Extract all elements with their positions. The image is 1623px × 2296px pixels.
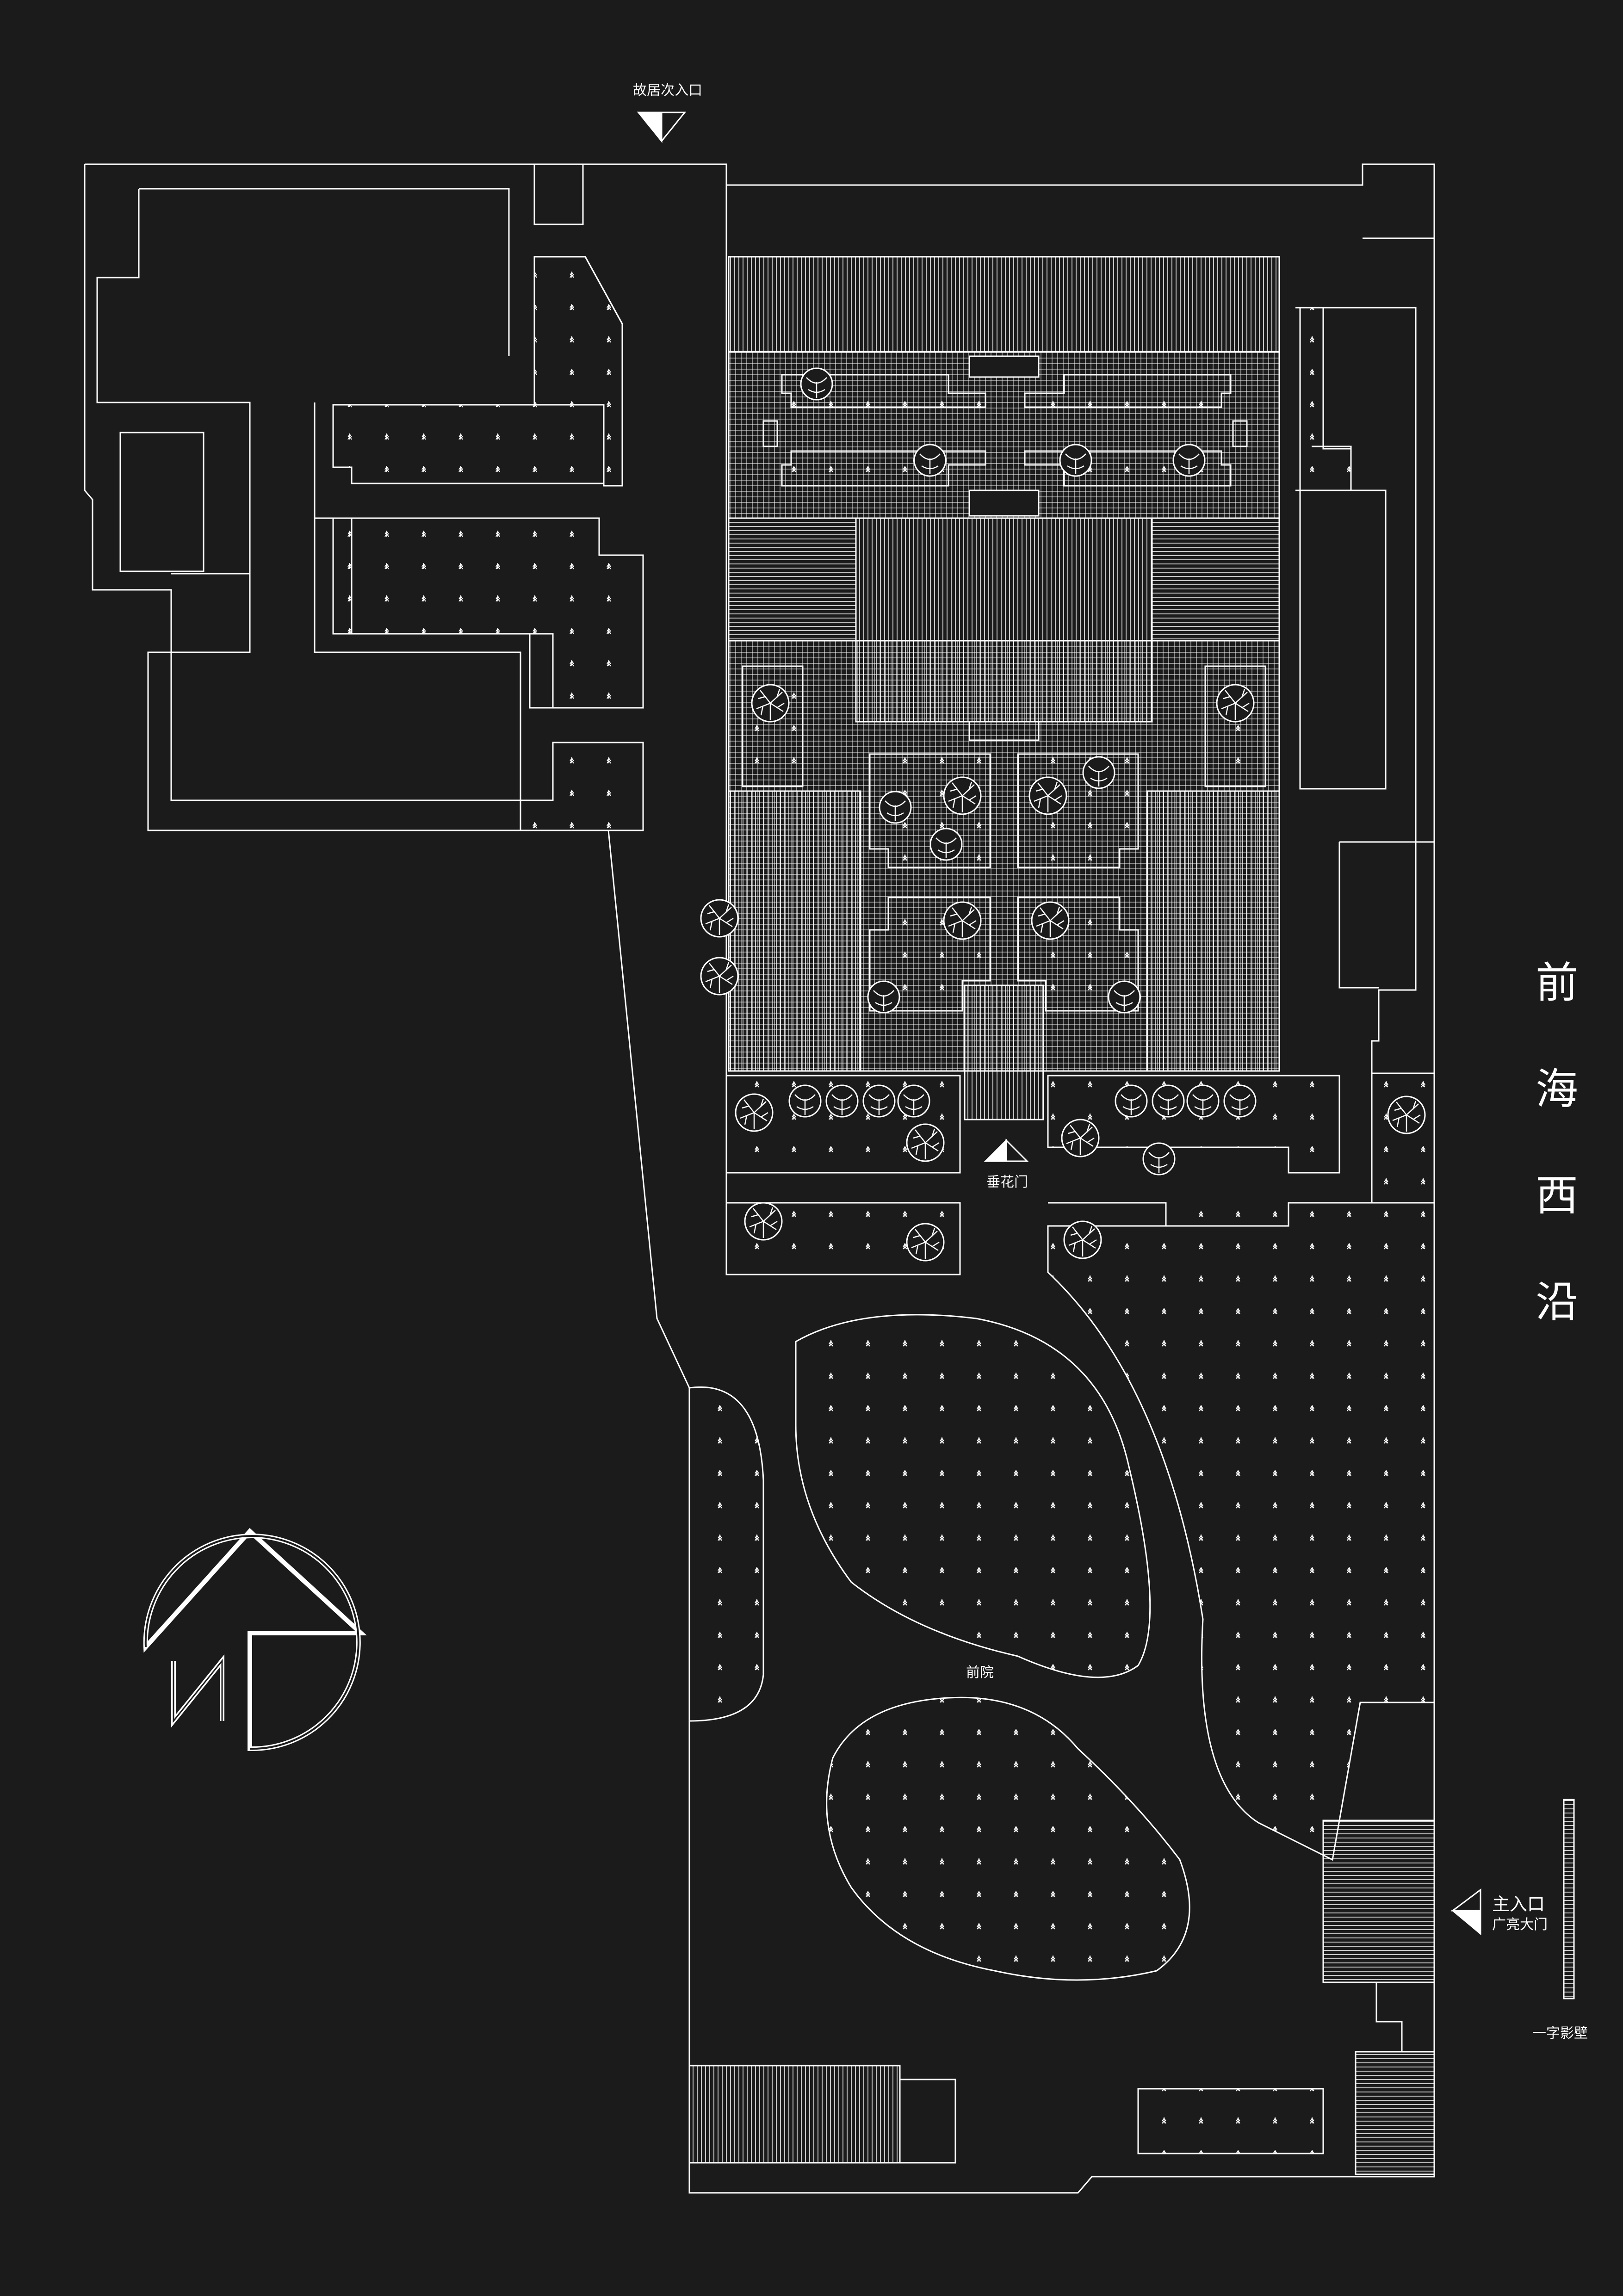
- main-boundary: [607, 163, 1435, 2194]
- street-char: 海: [1535, 1064, 1578, 1114]
- street-name: 前 海 西 沿: [1531, 930, 1582, 1355]
- screen-wall-label: 一字影壁: [1532, 2025, 1588, 2042]
- street-char: 西: [1535, 1171, 1578, 1220]
- east-lawn: [1047, 1202, 1435, 2175]
- east-strip: [1295, 307, 1352, 491]
- screen-wall: [1563, 1799, 1575, 1999]
- main-entrance-label: 主入口: [1492, 1894, 1545, 1914]
- west-lawns: [332, 256, 644, 831]
- main-gate-label: 广亮大门: [1492, 1917, 1548, 1933]
- west-compound: [84, 163, 727, 831]
- south-west-pavilion: [688, 2065, 956, 2164]
- north-arrow-icon: [143, 1528, 367, 1751]
- entrance-marker-icon: [637, 111, 687, 143]
- entrance-marker-icon: [1450, 1888, 1481, 1936]
- secondary-entrance-label: 故居次入口: [633, 82, 702, 99]
- street-char: 沿: [1535, 1277, 1578, 1327]
- street-char: 前: [1535, 958, 1578, 1008]
- garden-gate-label: 垂花门: [986, 1174, 1028, 1190]
- entrance-marker-icon: [984, 1139, 1029, 1162]
- inner-courtyard: [728, 640, 1280, 1120]
- front-yard-label: 前院: [966, 1665, 994, 1681]
- front-yard-lawns: [688, 1314, 1324, 2154]
